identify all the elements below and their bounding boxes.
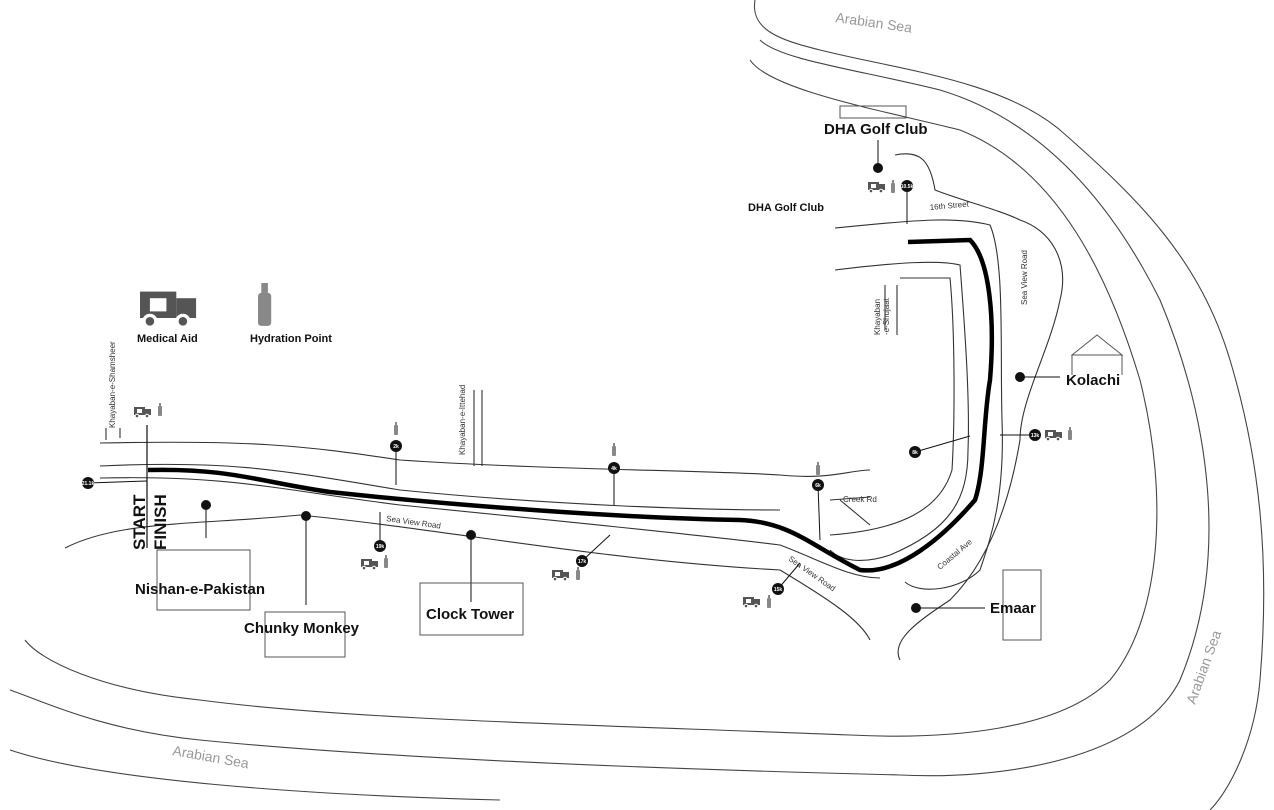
- km-marker-4k: 4k: [608, 443, 620, 505]
- road-label: Sea View Road: [1020, 250, 1029, 305]
- road-label: Sea View Road: [787, 554, 837, 593]
- landmark-kolachi: Kolachi: [1015, 334, 1124, 389]
- landmark-dha-golf-club: DHA Golf Club: [824, 105, 928, 173]
- svg-text:Clock Tower: Clock Tower: [426, 606, 514, 623]
- svg-text:17k: 17k: [578, 559, 587, 565]
- km-markers: 21.1k 2k 4k 6k 8k 10.5k 13k 15k 17k 19k: [82, 180, 1072, 609]
- km-marker-13k: 13k: [1000, 427, 1072, 442]
- road-label: Khayaban-e-Ittehad: [458, 385, 467, 455]
- roads: [64, 153, 1064, 661]
- km-marker-15k: 15k: [742, 562, 801, 609]
- road-label: DHA Golf Club: [748, 202, 824, 214]
- km-marker-17k: 17k: [551, 534, 611, 582]
- landmark-clock-tower: Clock Tower: [419, 530, 524, 636]
- km-marker-2k: 2k: [390, 422, 402, 485]
- km-marker-21k: 21.1k: [82, 477, 148, 489]
- svg-text:4k: 4k: [611, 466, 617, 472]
- start-label: START: [130, 494, 149, 550]
- landmark-chunky-monkey: Chunky Monkey: [244, 511, 360, 658]
- svg-text:21.1k: 21.1k: [82, 481, 95, 487]
- road-label: 16th Street: [929, 200, 970, 212]
- svg-text:13k: 13k: [1031, 433, 1040, 439]
- road-label: Creek Rd: [843, 495, 877, 504]
- road-label: Khayaban-e-Shamsheer: [108, 341, 117, 428]
- road-label: Khayaban: [873, 299, 882, 335]
- hydration-icon: [258, 283, 272, 326]
- legend-hydration-point: Hydration Point: [250, 333, 332, 345]
- sea-label-right: Arabian Sea: [1183, 628, 1224, 706]
- svg-text:8k: 8k: [912, 450, 918, 456]
- svg-text:Nishan-e-Pakistan: Nishan-e-Pakistan: [135, 581, 265, 598]
- svg-text:15k: 15k: [774, 587, 783, 593]
- svg-text:6k: 6k: [815, 483, 821, 489]
- km-marker-19k: 19k: [360, 512, 388, 571]
- svg-text:Chunky Monkey: Chunky Monkey: [244, 620, 360, 637]
- sea-label-bottom: Arabian Sea: [171, 742, 250, 771]
- finish-label: FINISH: [151, 494, 170, 550]
- km-marker-6k: 6k: [812, 462, 824, 541]
- medical-aid-icon: [138, 289, 198, 329]
- svg-text:10.5k: 10.5k: [901, 184, 914, 190]
- road-label: Coastal Ave: [936, 537, 975, 572]
- landmark-emaar: Emaar: [911, 569, 1042, 641]
- svg-text:Kolachi: Kolachi: [1066, 372, 1120, 389]
- sea-label-top: Arabian Sea: [835, 9, 914, 36]
- km-marker-10k: 10.5k: [867, 180, 914, 224]
- svg-text:2k: 2k: [393, 444, 399, 450]
- km-marker-8k: 8k: [909, 435, 971, 458]
- coastline: [9, 0, 1265, 810]
- svg-text:Emaar: Emaar: [990, 600, 1036, 617]
- race-route: [147, 237, 995, 573]
- legend-medical-aid: Medical Aid: [137, 333, 198, 345]
- legend: Medical Aid Hydration Point: [137, 283, 332, 345]
- svg-text:19k: 19k: [376, 544, 385, 550]
- km-marker-start-aid: [133, 403, 162, 419]
- road-label: -e-Shujaat: [882, 297, 891, 335]
- landmark-nishan-e-pakistan: Nishan-e-Pakistan: [135, 500, 265, 611]
- svg-text:DHA Golf Club: DHA Golf Club: [824, 121, 928, 138]
